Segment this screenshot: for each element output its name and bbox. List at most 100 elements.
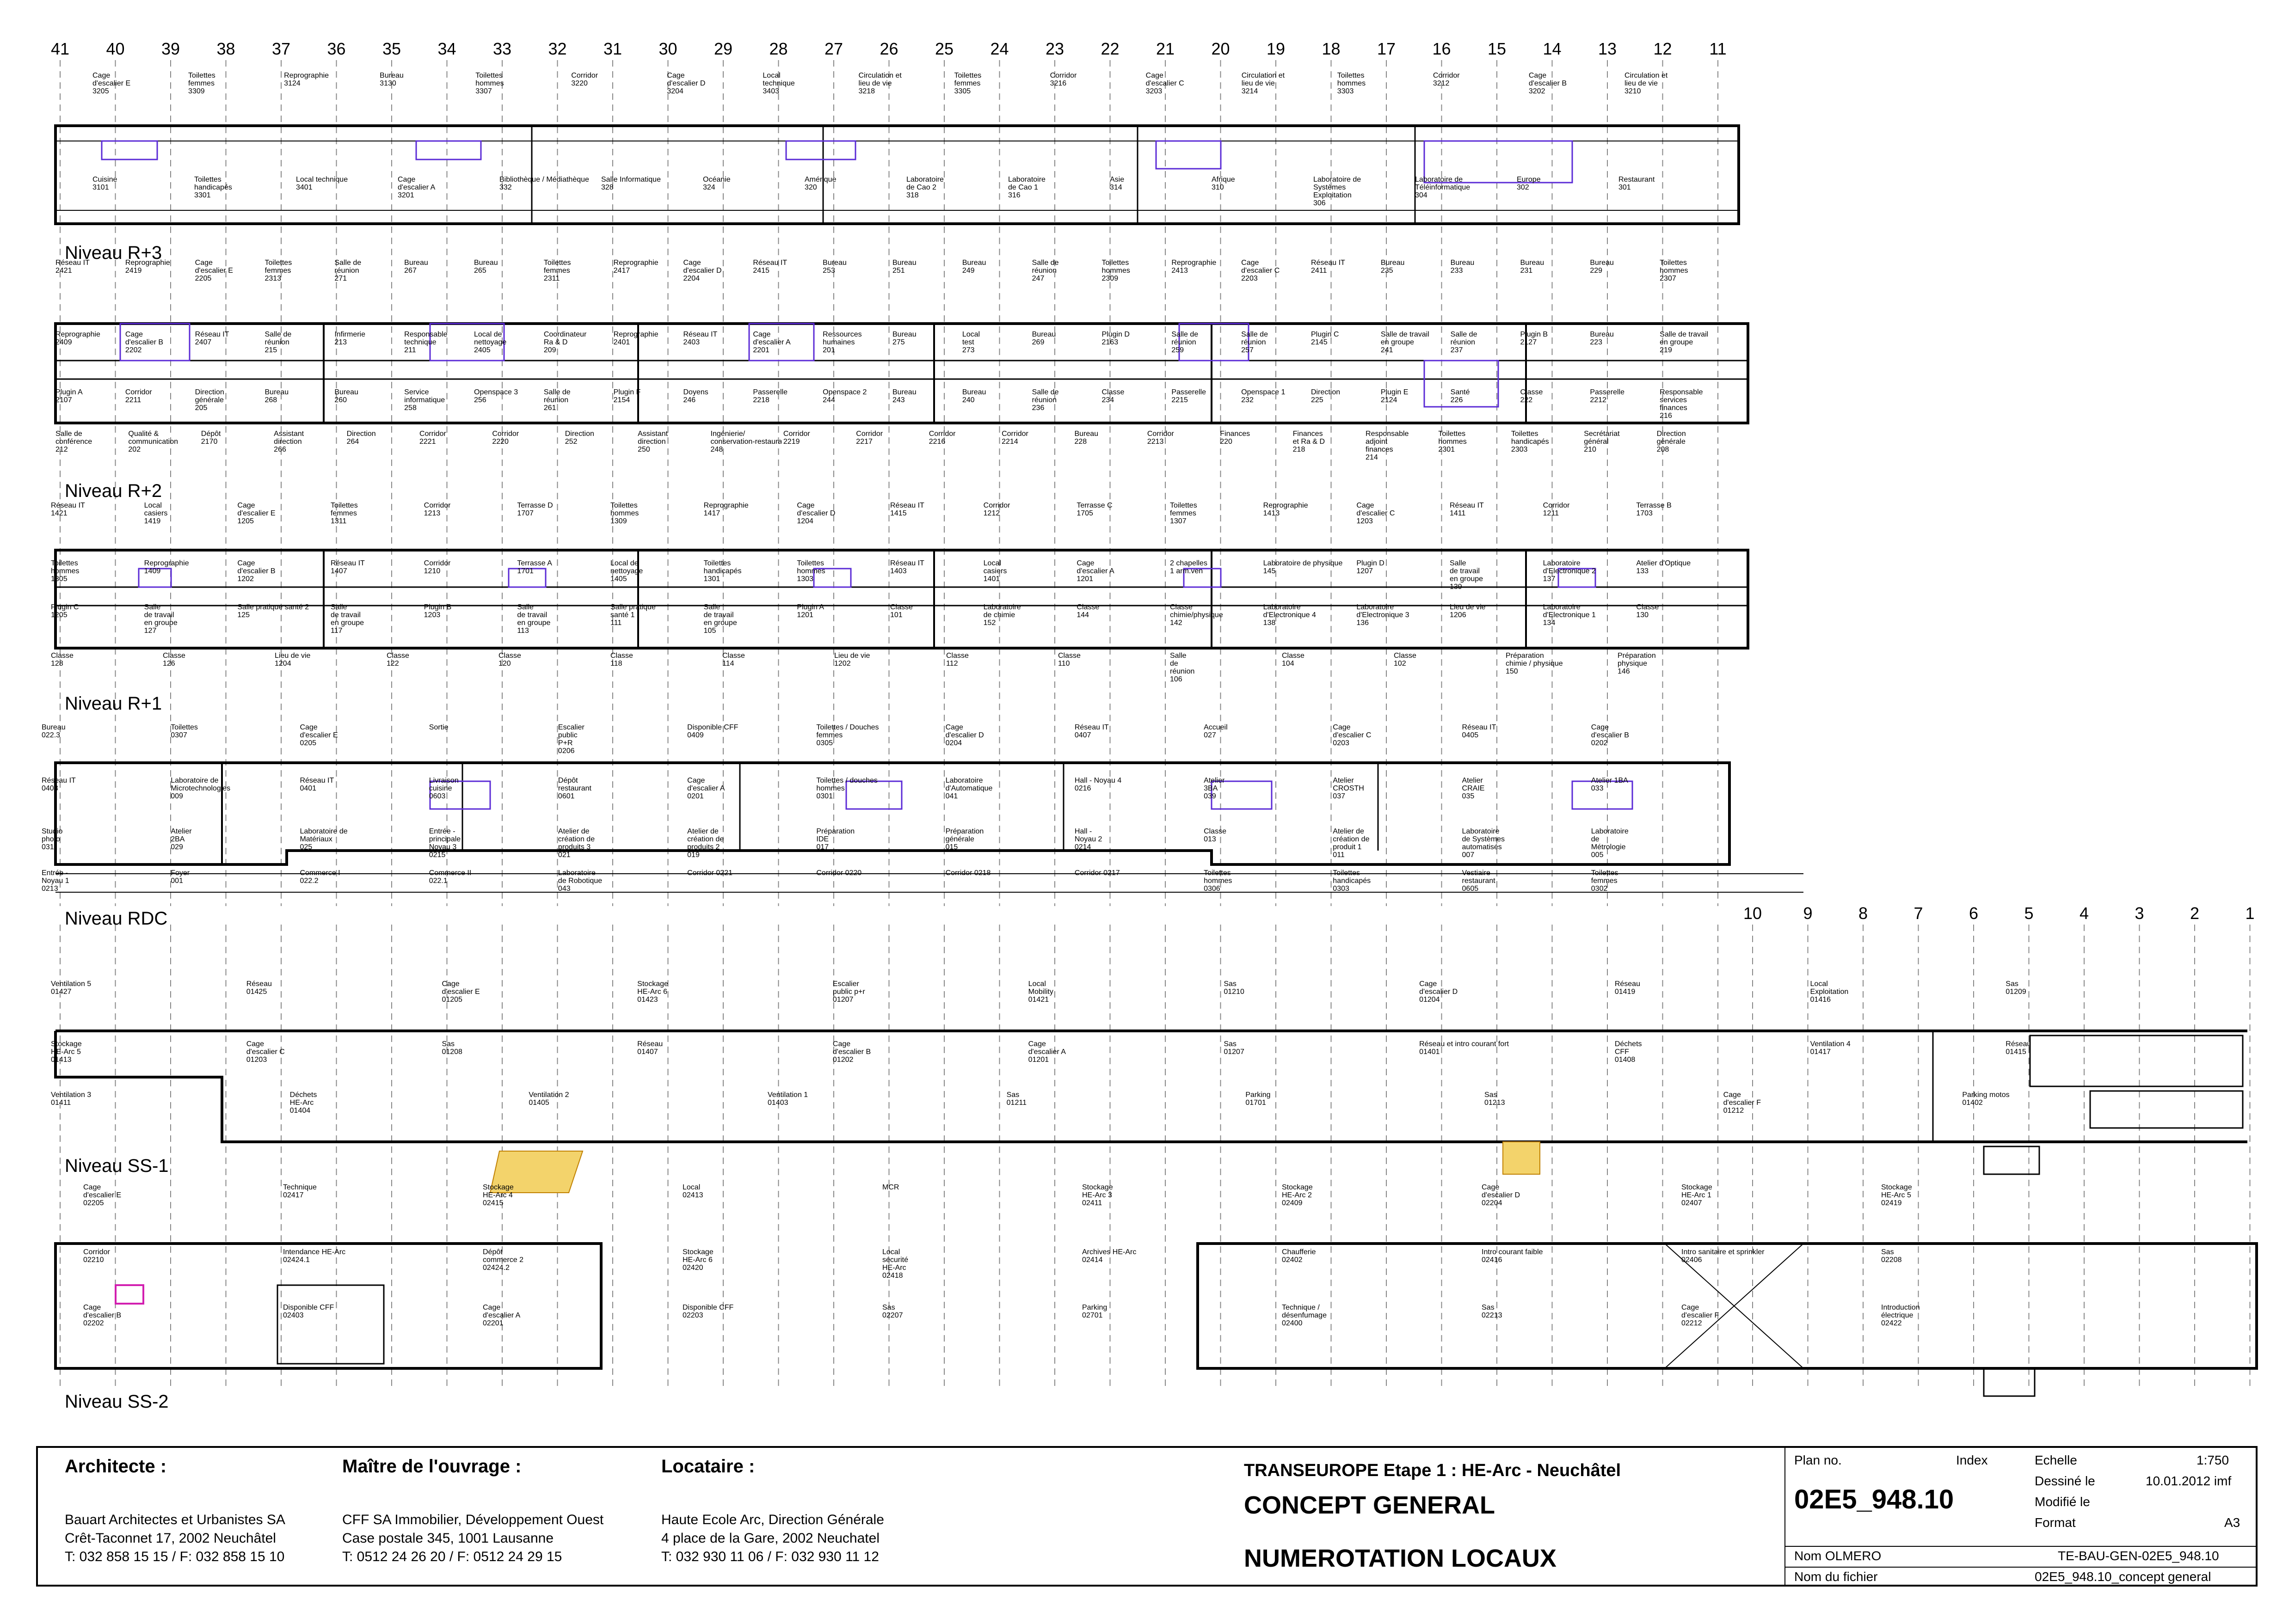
axis-number-bottom: 2 (2190, 904, 2200, 923)
room-label: Disponible CFF 02403 (283, 1304, 334, 1319)
room-label: Entrée - Noyau 1 0213 (42, 869, 69, 893)
room-label: Vestiaire restaurant 0605 (1462, 869, 1495, 893)
room-label: Lieu de vie 1204 (275, 652, 311, 668)
room-label: Classe 128 (51, 652, 74, 668)
room-label: Laboratoire d'Automatique 041 (945, 777, 993, 800)
room-label: Responsable technique 211 (404, 331, 448, 354)
room-label: Salle de travail en groupe 139 (1450, 559, 1483, 591)
room-label: Bureau 269 (1032, 331, 1056, 346)
room-label: Plugin E 2124 (1380, 388, 1409, 404)
room-label: Cage d'escalier A 3201 (398, 176, 436, 199)
room-label: Cage d'escalier C 3203 (1145, 72, 1184, 95)
level-rdc-accents (429, 780, 1633, 810)
axis-number-bottom: 7 (1914, 904, 1923, 923)
room-label: Réseau IT 0407 (1074, 723, 1109, 739)
format-value: A3 (2224, 1515, 2240, 1530)
room-label: Toilettes handicapés 0303 (1333, 869, 1371, 893)
room-label: Toilettes femmes 2313 (265, 259, 292, 282)
room-label: Salle Informatique 328 (601, 176, 661, 191)
room-label: Corridor 1210 (424, 559, 451, 575)
room-label: Local de nettoyage 2405 (474, 331, 507, 354)
room-label: Direction générale 208 (1656, 430, 1686, 453)
room-label: Toilettes handicapés 1301 (703, 559, 742, 583)
room-label: Plugin B 2127 (1520, 331, 1548, 346)
level-label-rdc: Niveau RDC (65, 908, 168, 929)
room-label: Livraison cuisine 0603 (429, 777, 459, 800)
room-label: Corridor 1213 (424, 502, 451, 517)
axis-number-top: 16 (1432, 39, 1451, 58)
axis-number-top: 35 (382, 39, 401, 58)
level-ss1-outline (54, 1030, 2247, 1175)
room-label: Sortie (429, 723, 449, 731)
room-label: Local test 273 (962, 331, 980, 354)
room-label: Cage d'escalier E 1205 (237, 502, 276, 525)
architecte-line-1: Bauart Architectes et Urbanistes SA (65, 1512, 285, 1527)
room-label: Classe 144 (1077, 603, 1100, 619)
room-label: Circulation et lieu de vie 3210 (1624, 72, 1668, 95)
room-label: Bureau 260 (334, 388, 358, 404)
maitre-label: Maître de l'ouvrage : (342, 1456, 522, 1477)
room-label: Cage d'escalier E 02205 (83, 1183, 122, 1207)
room-label: Atelier 1BA 033 (1591, 777, 1628, 792)
room-label: Réseau IT 2403 (683, 331, 718, 346)
room-label: Openspace 3 256 (474, 388, 518, 404)
maitre-line-3: T: 0512 24 26 20 / F: 0512 24 29 15 (342, 1549, 562, 1564)
index-label: Index (1956, 1453, 1988, 1467)
room-label: Entrée - principale Noyau 3 0215 (429, 827, 461, 859)
room-label: Afrique 310 (1212, 176, 1235, 191)
modifie-label: Modifié le (2035, 1495, 2090, 1509)
room-label: Cage d'escalier B 3202 (1528, 72, 1567, 95)
room-label: Terrasse B 1703 (1636, 502, 1672, 517)
room-label: Toilettes hommes 2301 (1438, 430, 1467, 453)
room-label: Chaufferie 02402 (1282, 1248, 1316, 1264)
room-label: Disponible CFF 02203 (683, 1304, 734, 1319)
room-label: Infirmerie 213 (334, 331, 366, 346)
room-label: Cage d'escalier F 01212 (1723, 1091, 1761, 1115)
room-label: Parking 02701 (1082, 1304, 1108, 1319)
room-label: Reprographie 2417 (613, 259, 658, 275)
room-label: Réseau IT 1407 (331, 559, 365, 575)
room-label: Archives HE-Arc 02414 (1082, 1248, 1137, 1264)
room-label: Laboratoire d'Electronique 4 138 (1263, 603, 1316, 627)
room-label: Salle de réunion 237 (1450, 331, 1477, 354)
room-label: Corridor 2214 (1002, 430, 1028, 446)
room-label: Ventilation 1 01403 (768, 1091, 808, 1107)
level-ss2-outline (54, 1242, 2258, 1397)
room-label: Laboratoire d'Electronique 1 134 (1543, 603, 1596, 627)
room-label: Toilettes hommes 2309 (1101, 259, 1130, 282)
room-label: Salle de réunion 247 (1032, 259, 1059, 282)
room-label: Atelier de création de produits 2 019 (687, 827, 724, 859)
room-label: Bureau 235 (1380, 259, 1405, 275)
room-label: Bureau 231 (1520, 259, 1544, 275)
room-label: Toilettes hommes 1309 (610, 502, 639, 525)
room-label: Toilettes hommes 3303 (1337, 72, 1366, 95)
format-label: Format (2035, 1515, 2076, 1530)
room-label: Corridor 0221 (687, 869, 732, 877)
room-label: Sas 01211 (1006, 1091, 1027, 1107)
room-label: Passerelle 2215 (1171, 388, 1206, 404)
room-label: Classe 222 (1520, 388, 1543, 404)
filename-value: 02E5_948.10_concept general (2035, 1569, 2211, 1584)
room-label: Laboratoire de Cao 1 316 (1008, 176, 1046, 199)
room-label: Local casiers 1401 (983, 559, 1007, 583)
room-label: Réseau IT 1403 (890, 559, 924, 575)
room-label: Openspace 2 244 (823, 388, 867, 404)
room-label: Classe 122 (387, 652, 409, 668)
room-label: Disponible CFF 0409 (687, 723, 738, 739)
axis-number-top: 12 (1653, 39, 1672, 58)
room-label: Escalier public p+r 01207 (832, 980, 865, 1004)
room-label: Cage d'escalier D 0204 (945, 723, 984, 747)
room-label: Passerelle 2212 (1590, 388, 1625, 404)
room-label: Toilettes hommes 1305 (51, 559, 80, 583)
room-label: Terrasse A 1701 (517, 559, 552, 575)
room-label: Laboratoire de Matériaux 025 (300, 827, 348, 851)
axis-number-bottom: 4 (2079, 904, 2089, 923)
room-label: Classe 110 (1058, 652, 1081, 668)
room-label: Circulation et lieu de vie 3218 (858, 72, 902, 95)
room-label: Réseau IT 2415 (753, 259, 788, 275)
room-label: Plugin C 1205 (51, 603, 79, 619)
level-ss2-accents (115, 1284, 144, 1305)
room-label: Stockage HE-Arc 5 01413 (51, 1040, 82, 1064)
nom-olmero-label: Nom OLMERO (1794, 1549, 1882, 1563)
